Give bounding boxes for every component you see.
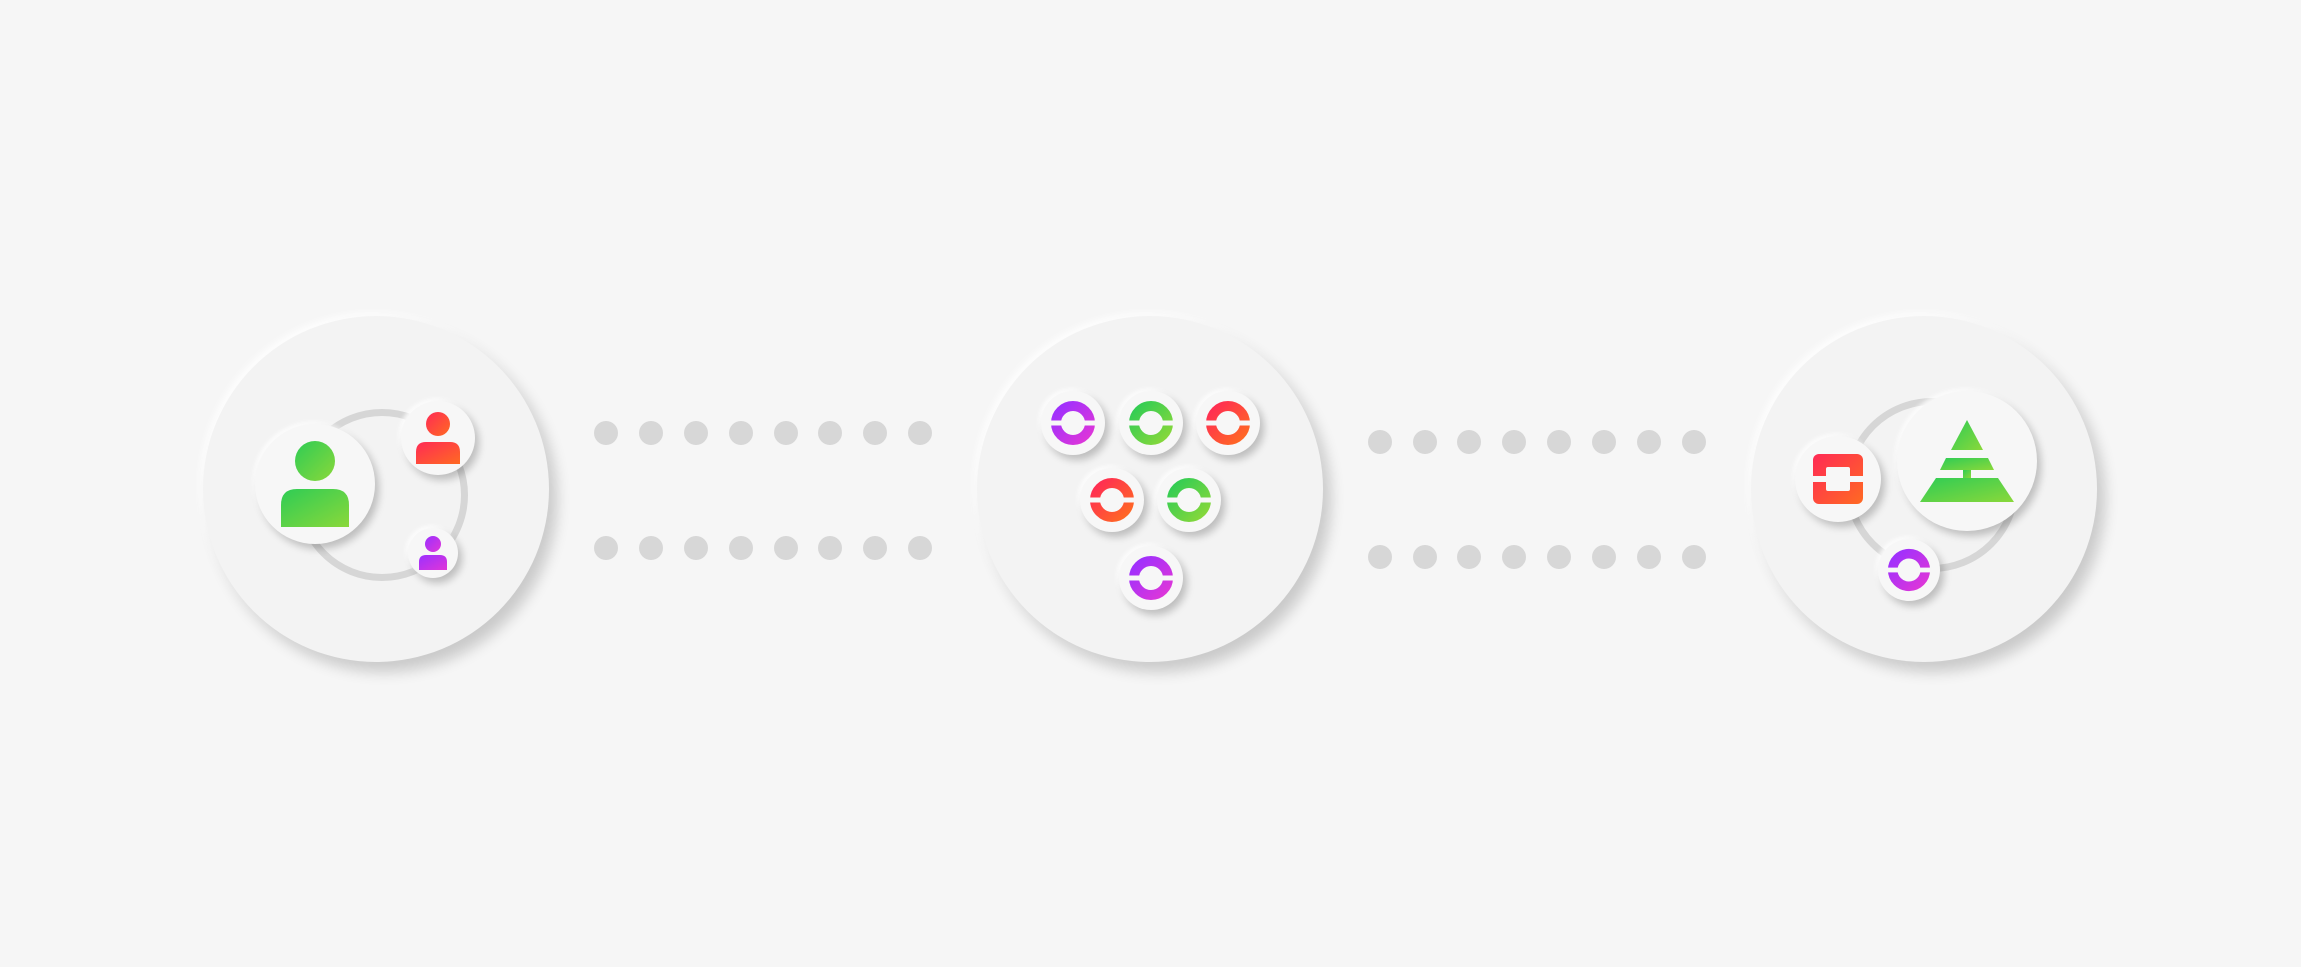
connector-dot — [774, 536, 798, 560]
service-badge-purple — [1041, 391, 1105, 455]
user-badge-red — [401, 401, 475, 475]
connector-dot — [1547, 545, 1571, 569]
service-badge-green — [1157, 468, 1221, 532]
connector-dot — [594, 536, 618, 560]
service-icon — [1049, 401, 1097, 445]
container-icon — [1813, 454, 1863, 504]
service-icon — [1165, 478, 1213, 522]
connector-dot — [594, 421, 618, 445]
service-badge-purple-platform — [1878, 539, 1940, 601]
user-icon — [281, 441, 349, 527]
connector-dot — [1502, 545, 1526, 569]
connector-dot — [1592, 545, 1616, 569]
connector-dot — [729, 536, 753, 560]
stack-icon — [1920, 420, 2014, 502]
service-icon — [1127, 556, 1175, 600]
container-badge-red — [1795, 436, 1881, 522]
connector-dot — [1368, 545, 1392, 569]
service-badge-red — [1080, 468, 1144, 532]
service-icon — [1204, 401, 1252, 445]
connector-dot — [1637, 430, 1661, 454]
connector-dot — [729, 421, 753, 445]
service-badge-red — [1196, 391, 1260, 455]
service-badge-green — [1119, 391, 1183, 455]
connector-dot — [1413, 430, 1437, 454]
connector-dot — [684, 536, 708, 560]
connector-dot — [639, 536, 663, 560]
connector-dot — [1682, 430, 1706, 454]
stack-badge-green — [1897, 391, 2037, 531]
connector-dot — [1637, 545, 1661, 569]
user-icon — [416, 412, 460, 464]
connector-dot — [1457, 545, 1481, 569]
connector-dot — [818, 536, 842, 560]
connector-dot — [908, 536, 932, 560]
connector-dot — [1502, 430, 1526, 454]
connector-dot — [684, 421, 708, 445]
connector-dot — [1592, 430, 1616, 454]
user-badge-large — [255, 424, 375, 544]
connector-dot — [863, 536, 887, 560]
connector-dot — [1368, 430, 1392, 454]
services-stage-circle — [977, 316, 1323, 662]
user-icon — [419, 536, 447, 570]
connector-dot — [863, 421, 887, 445]
connector-dot — [1682, 545, 1706, 569]
connector-dot — [818, 421, 842, 445]
user-badge-purple — [408, 528, 458, 578]
connector-dot — [1547, 430, 1571, 454]
service-icon — [1127, 401, 1175, 445]
connector-dot — [639, 421, 663, 445]
connector-dot — [1457, 430, 1481, 454]
service-icon — [1088, 478, 1136, 522]
service-icon — [1886, 548, 1932, 592]
connector-dot — [774, 421, 798, 445]
connector-dot — [1413, 545, 1437, 569]
connector-dot — [908, 421, 932, 445]
service-badge-purple — [1119, 546, 1183, 610]
